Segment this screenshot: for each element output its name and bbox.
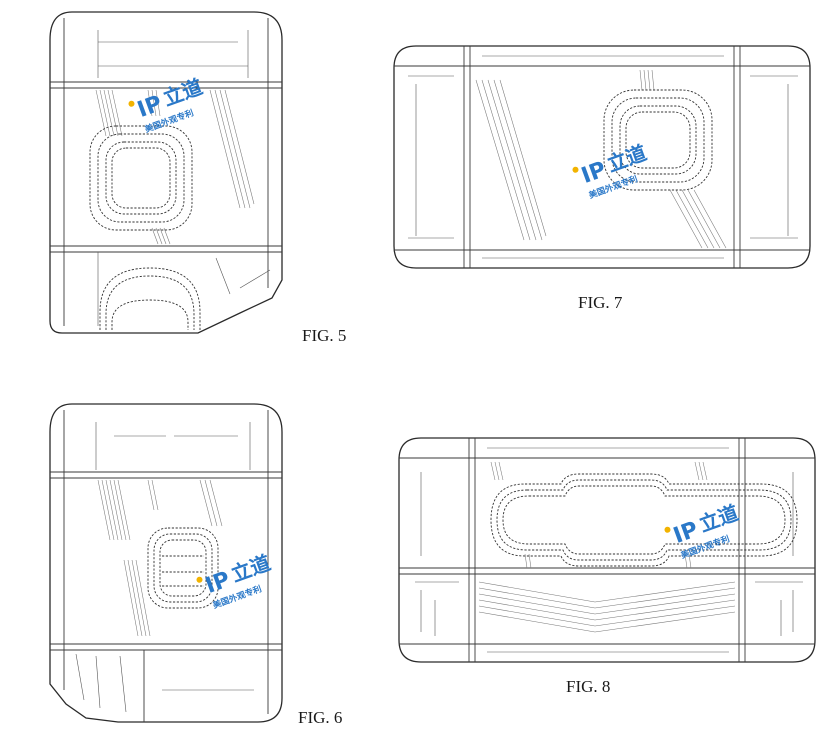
watermark-mark: 立道 <box>160 74 206 110</box>
watermark-logo: IP <box>134 91 165 123</box>
figure-7-caption: FIG. 7 <box>578 293 623 312</box>
watermark-3: IP 立道 美国外观专利 <box>189 531 313 625</box>
figure-5-drawing <box>40 8 300 348</box>
figure-6-caption: FIG. 6 <box>298 708 343 727</box>
watermark-4: IP 立道 美国外观专利 <box>657 481 781 575</box>
figure-7-drawing <box>390 40 820 280</box>
watermark-dot-icon <box>196 576 203 583</box>
watermark-logo: IP <box>202 567 233 599</box>
watermark-2: IP 立道 美国外观专利 <box>565 121 689 215</box>
watermark-mark: 立道 <box>228 550 274 586</box>
watermark-1: IP 立道 美国外观专利 <box>121 55 245 149</box>
figure-6-drawing <box>40 400 300 740</box>
watermark-mark: 立道 <box>696 500 742 536</box>
watermark-dot-icon <box>572 166 579 173</box>
figure-5-caption: FIG. 5 <box>302 326 347 345</box>
watermark-logo: IP <box>578 157 609 189</box>
watermark-logo: IP <box>670 517 701 549</box>
watermark-mark: 立道 <box>604 140 650 176</box>
figure-8-caption: FIG. 8 <box>566 677 611 696</box>
figure-8-drawing <box>395 432 825 672</box>
watermark-dot-icon <box>128 100 135 107</box>
watermark-dot-icon <box>664 526 671 533</box>
